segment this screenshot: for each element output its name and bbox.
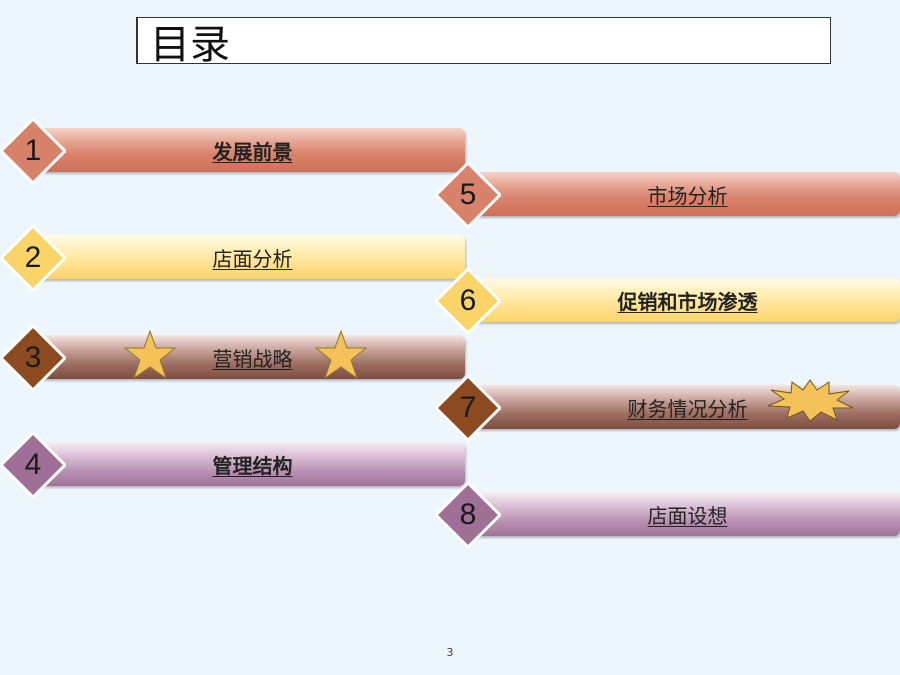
toc-bar-6 (475, 278, 900, 322)
toc-bar-2 (40, 235, 465, 279)
toc-label-2: 店面分析 (212, 246, 293, 271)
number-diamond-4 (0, 432, 66, 498)
number-diamond-1 (0, 118, 66, 184)
number-diamond-7 (435, 375, 501, 441)
toc-item-8[interactable]: 店面设想 8 (435, 482, 900, 548)
toc-label-8: 店面设想 (647, 503, 728, 528)
star-icon (123, 329, 177, 384)
toc-number-6: 6 (459, 284, 477, 317)
toc-number-3: 3 (24, 341, 42, 374)
toc-item-4[interactable]: 管理结构 4 (0, 432, 465, 498)
toc-item-2[interactable]: 店面分析 2 (0, 225, 465, 291)
toc-label-7: 财务情况分析 (627, 396, 748, 421)
number-diamond-8 (435, 482, 501, 548)
toc-label-1: 发展前景 (212, 139, 293, 164)
toc-item-5[interactable]: 市场分析 5 (435, 162, 900, 228)
toc-item-7[interactable]: 财务情况分析 7 (435, 375, 900, 441)
toc-number-8: 8 (459, 498, 477, 531)
toc-label-3: 营销战略 (212, 346, 293, 371)
toc-bar-8 (475, 492, 900, 536)
toc-label-5: 市场分析 (647, 183, 728, 208)
page-title: 目录 (150, 22, 230, 68)
toc-number-2: 2 (24, 241, 42, 274)
toc-number-5: 5 (459, 178, 477, 211)
toc-item-3[interactable]: 营销战略 3 (0, 325, 465, 391)
toc-item-6[interactable]: 促销和市场渗透 6 (435, 268, 900, 334)
title-box: 目录 (136, 17, 831, 68)
toc-bar-1 (40, 128, 465, 172)
toc-bar-4 (40, 442, 465, 486)
number-diamond-3 (0, 325, 66, 391)
page-number: 3 (446, 646, 454, 659)
toc-number-1: 1 (24, 134, 42, 167)
toc-item-1[interactable]: 发展前景 1 (0, 118, 465, 184)
starburst-icon (765, 378, 855, 426)
number-diamond-2 (0, 225, 66, 291)
number-diamond-6 (435, 268, 501, 334)
toc-number-4: 4 (24, 448, 42, 481)
number-diamond-5 (435, 162, 501, 228)
toc-number-7: 7 (459, 391, 477, 424)
toc-bar-5 (475, 172, 900, 216)
star-icon (314, 329, 368, 384)
toc-bar-3 (40, 335, 465, 379)
toc-label-6: 促销和市场渗透 (617, 289, 758, 314)
toc-label-4: 管理结构 (212, 453, 293, 478)
